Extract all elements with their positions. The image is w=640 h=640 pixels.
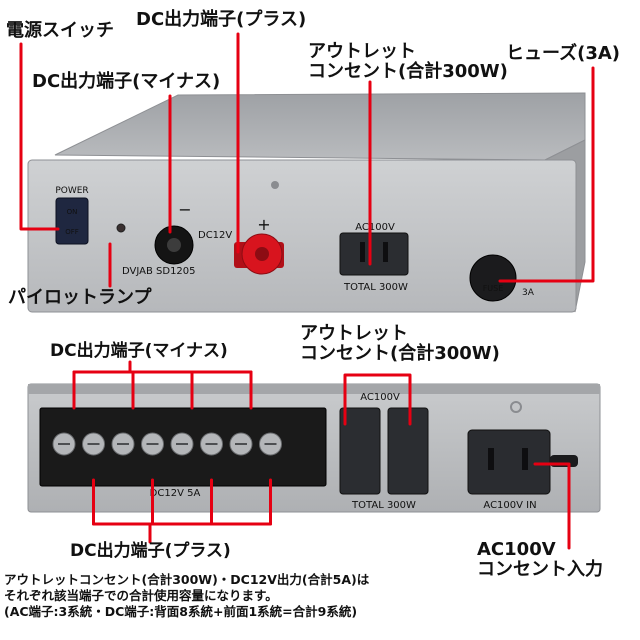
rear-terminals xyxy=(52,432,282,456)
front-minus-terminal-center xyxy=(167,238,181,252)
front-case-face xyxy=(27,159,577,313)
back-ac100v-label: AC100V xyxy=(360,392,400,403)
front-callout-lines xyxy=(19,32,595,288)
back-callout-lines xyxy=(72,360,571,550)
back-dc-label: DC12V 5A xyxy=(150,488,201,499)
fuse-holder[interactable] xyxy=(469,254,517,302)
front-unit: POWER ON OFF − DC12V DVJAB SD1205 + AC10… xyxy=(27,92,586,313)
leader-fuse xyxy=(498,66,595,283)
callout-fuse: ヒューズ(3A) xyxy=(506,43,621,64)
screw xyxy=(271,181,279,189)
callout-outlet-back-line2: コンセント(合計300W) xyxy=(300,343,500,365)
callout-outlet-front: アウトレット コンセント(合計300W) xyxy=(308,41,508,83)
model-label: DVJAB SD1205 xyxy=(122,266,196,277)
callout-ac-inlet: AC100V コンセント入力 xyxy=(477,539,603,581)
spec-notes: アウトレットコンセント(合計300W)・DC12V出力(合計5A)は それぞれ該… xyxy=(4,572,369,620)
switch-off-label: OFF xyxy=(65,228,79,236)
callout-dc-minus-front: DC出力端子(マイナス) xyxy=(32,71,221,92)
callout-ac-inlet-line2: コンセント入力 xyxy=(477,559,603,581)
callout-ac-inlet-line1: AC100V xyxy=(477,539,556,560)
back-outlet[interactable] xyxy=(339,407,381,495)
front-case-top xyxy=(54,92,586,161)
ac-in-label: AC100V IN xyxy=(483,500,536,511)
callout-outlet-back-line1: アウトレット xyxy=(300,323,408,344)
screw xyxy=(510,401,522,413)
outlet-slot xyxy=(360,242,365,262)
front-ac100v-label: AC100V xyxy=(355,222,395,233)
power-label: POWER xyxy=(55,186,88,196)
inlet-slot xyxy=(488,448,494,470)
fuse-rating-label: 3A xyxy=(522,288,535,298)
back-total-label: TOTAL 300W xyxy=(351,500,416,511)
ac-inlet[interactable] xyxy=(467,429,551,495)
back-outlet[interactable] xyxy=(387,407,429,495)
note-line: (AC端子:3系統・DC端子:背面8系統+前面1系統=合計9系統) xyxy=(4,604,358,619)
front-total-label: TOTAL 300W xyxy=(343,282,408,293)
power-switch[interactable] xyxy=(55,197,89,245)
back-case-lip xyxy=(28,384,600,394)
front-plus-sign: + xyxy=(257,215,270,234)
front-dc12v-label: DC12V xyxy=(198,230,232,241)
callout-outlet-front-line2: コンセント(合計300W) xyxy=(308,61,508,83)
fuse-label: FUSE xyxy=(483,284,504,293)
callout-dc-minus-back: DC出力端子(マイナス) xyxy=(50,341,228,361)
switch-on-label: ON xyxy=(67,208,78,216)
callout-dc-plus-back: DC出力端子(プラス) xyxy=(70,541,231,561)
callout-outlet-back: アウトレット コンセント(合計300W) xyxy=(300,323,500,365)
callout-dc-plus-front: DC出力端子(プラス) xyxy=(136,9,307,30)
leader-dc-plus-back xyxy=(92,478,272,544)
note-line: アウトレットコンセント(合計300W)・DC12V出力(合計5A)は xyxy=(4,572,370,587)
front-minus-sign: − xyxy=(178,200,191,219)
front-plus-terminal-center xyxy=(255,247,269,261)
callout-pilot-lamp: パイロットランプ xyxy=(8,287,152,308)
callout-power-switch: 電源スイッチ xyxy=(6,20,114,41)
pilot-lamp xyxy=(116,223,126,233)
leader-dc-minus-back xyxy=(72,360,253,410)
leader-power-switch xyxy=(19,42,60,231)
leader-outlet-back xyxy=(343,373,412,426)
note-line: それぞれ該当端子での合計使用容量になります。 xyxy=(4,588,278,603)
callout-outlet-front-line1: アウトレット xyxy=(308,41,416,62)
inlet-slot xyxy=(522,448,528,470)
leader-ac-inlet xyxy=(533,462,571,550)
front-outlet[interactable] xyxy=(339,232,409,276)
outlet-slot xyxy=(383,242,388,262)
